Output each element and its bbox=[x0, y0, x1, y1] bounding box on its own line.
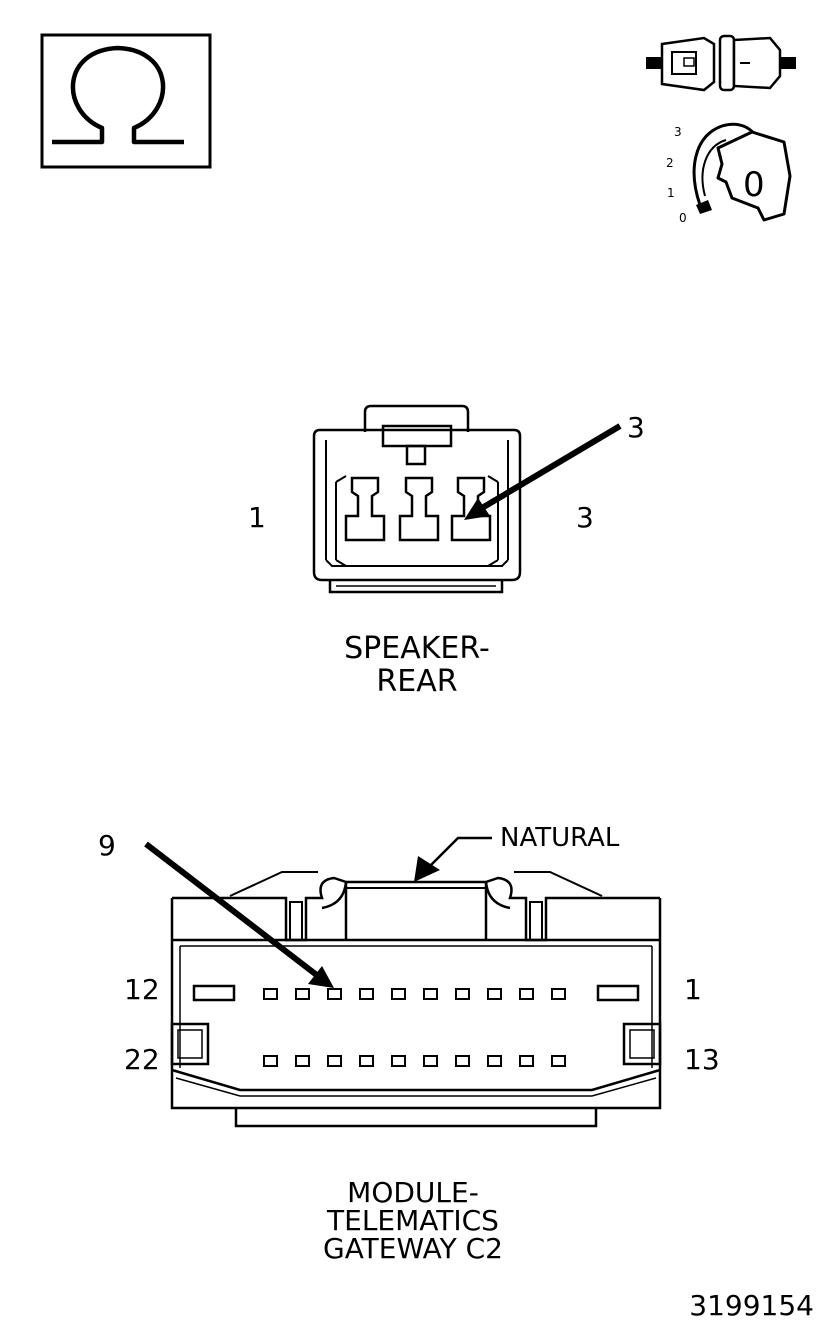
disconnected-connector-icon bbox=[646, 34, 796, 92]
natural-leader-arrow bbox=[414, 836, 492, 882]
ignition-key-icon: 3 2 1 0 0 bbox=[666, 122, 792, 225]
speaker-left-pin-label: 1 bbox=[248, 501, 266, 534]
module-pin-13-label: 13 bbox=[684, 1043, 720, 1076]
module-pin-12-label: 12 bbox=[124, 973, 160, 1006]
speaker-right-pin-label: 3 bbox=[576, 501, 594, 534]
speaker-cavity-1 bbox=[344, 476, 386, 542]
speaker-title-line2: REAR bbox=[376, 664, 457, 699]
ignition-key-label: 0 bbox=[743, 165, 765, 205]
module-cavity-12 bbox=[192, 984, 236, 1002]
module-title-line1: MODULE- bbox=[347, 1176, 479, 1209]
module-pin-22-label: 22 bbox=[124, 1043, 160, 1076]
ignition-position-3: 3 bbox=[674, 125, 682, 139]
speaker-title-line1: SPEAKER- bbox=[344, 631, 490, 666]
module-title-line2: TELEMATICS bbox=[326, 1204, 499, 1237]
speaker-callout-arrow bbox=[464, 423, 622, 520]
ohmmeter-icon bbox=[40, 33, 212, 169]
ignition-position-1: 1 bbox=[667, 186, 675, 200]
module-cavity-row-bottom bbox=[263, 1055, 566, 1067]
module-color-label: NATURAL bbox=[500, 823, 620, 853]
telematics-gateway-connector bbox=[170, 871, 662, 1128]
speaker-callout-pin: 3 bbox=[627, 411, 645, 444]
ignition-position-2: 2 bbox=[666, 156, 674, 170]
module-pin-1-label: 1 bbox=[684, 973, 702, 1006]
speaker-rear-connector bbox=[312, 404, 522, 594]
speaker-cavity-2 bbox=[398, 476, 440, 542]
module-cavity-1 bbox=[596, 984, 640, 1002]
figure-number: 3199154 bbox=[689, 1289, 814, 1322]
module-cavity-row-top bbox=[263, 988, 566, 1000]
module-callout-pin: 9 bbox=[98, 829, 116, 862]
module-callout-arrow bbox=[144, 841, 334, 988]
speaker-cavity-3 bbox=[450, 476, 492, 542]
ignition-position-0: 0 bbox=[679, 211, 687, 225]
module-title-line3: GATEWAY C2 bbox=[323, 1232, 503, 1265]
